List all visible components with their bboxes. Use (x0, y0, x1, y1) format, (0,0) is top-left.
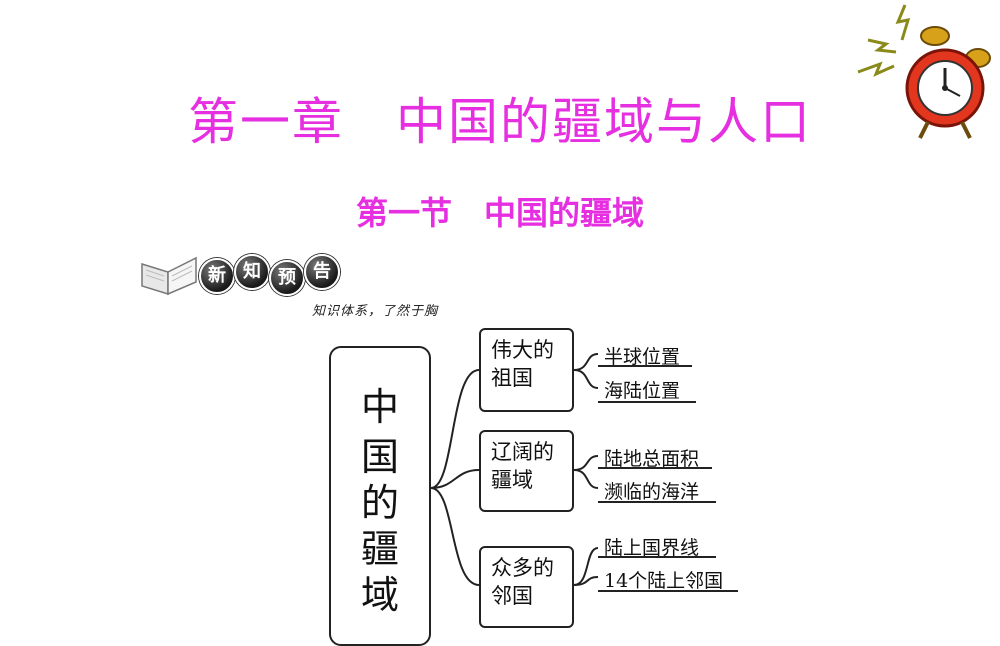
branch-label: 邻国 (491, 584, 533, 608)
root-char: 的 (360, 481, 399, 525)
branch-label: 疆域 (491, 468, 533, 492)
badge-char: 预 (269, 260, 305, 296)
alarm-clock-icon (857, 4, 991, 139)
mindmap-root: 中 国 的 疆 域 (329, 346, 431, 646)
branch-vast-territory: 辽阔的 疆域 (479, 430, 574, 512)
badge-char: 告 (304, 254, 340, 290)
branch-label: 伟大的 (491, 338, 554, 362)
root-char: 中 (360, 385, 399, 429)
leaf-item: 濒临的海洋 (604, 481, 700, 503)
leaf-item: 陆地总面积 (604, 448, 700, 470)
badge-tagline: 知识体系，了然于胸 (312, 304, 439, 319)
branch-great-motherland: 伟大的 祖国 (479, 328, 574, 412)
section-title: 第一节 中国的疆域 (355, 194, 644, 232)
leaf-item: 14个陆上邻国 (604, 570, 724, 592)
leaf-item: 海陆位置 (604, 380, 681, 402)
chapter-title: 第一章 中国的疆域与人口 (188, 93, 812, 151)
branch-label: 祖国 (491, 366, 533, 390)
branch-label: 辽阔的 (491, 440, 554, 464)
badge-char: 知 (234, 254, 270, 290)
mind-map-connectors (430, 353, 738, 592)
root-char: 国 (360, 435, 399, 479)
leaf-item: 陆上国界线 (604, 537, 700, 559)
root-char: 疆 (360, 527, 399, 571)
root-char: 域 (360, 573, 399, 617)
branch-label: 众多的 (491, 556, 554, 580)
open-book-icon (141, 256, 197, 296)
leaf-item: 半球位置 (604, 346, 681, 368)
branch-many-neighbors: 众多的 邻国 (479, 546, 574, 628)
